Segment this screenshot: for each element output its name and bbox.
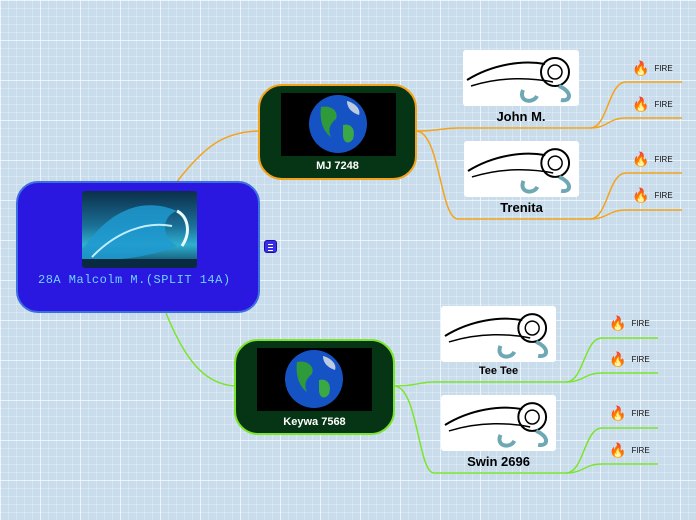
fire-node[interactable]: 🔥 FIRE xyxy=(632,96,673,113)
fire-node[interactable]: 🔥 FIRE xyxy=(632,187,673,204)
earth-image xyxy=(257,348,372,411)
wind-image xyxy=(464,141,579,197)
fire-icon: 🔥 xyxy=(632,60,649,77)
fire-label: FIRE xyxy=(631,446,649,455)
fire-label: FIRE xyxy=(631,409,649,418)
subtopic[interactable]: Tee Tee xyxy=(441,306,556,382)
fire-label: FIRE xyxy=(631,319,649,328)
fire-icon: 🔥 xyxy=(632,96,649,113)
subtopic-label: Tee Tee xyxy=(441,365,556,377)
fire-label: FIRE xyxy=(631,355,649,364)
fire-icon: 🔥 xyxy=(609,315,626,332)
subtopic-label: Swin 2696 xyxy=(441,454,556,469)
subtopic[interactable]: Swin 2696 xyxy=(441,395,556,473)
wave-image xyxy=(82,191,197,268)
branch-label: MJ 7248 xyxy=(260,160,415,172)
fire-node[interactable]: 🔥 FIRE xyxy=(609,442,650,459)
fire-node[interactable]: 🔥 FIRE xyxy=(632,151,673,168)
earth-image xyxy=(281,93,396,156)
wind-image xyxy=(441,395,556,451)
fire-icon: 🔥 xyxy=(609,351,626,368)
fire-icon: 🔥 xyxy=(609,442,626,459)
fire-label: FIRE xyxy=(654,64,672,73)
subtopic[interactable]: John M. xyxy=(463,50,579,128)
fire-node[interactable]: 🔥 FIRE xyxy=(609,405,650,422)
fire-icon: 🔥 xyxy=(632,151,649,168)
fire-label: FIRE xyxy=(654,100,672,109)
branch-label: Keywa 7568 xyxy=(236,416,393,428)
subtopic-label: John M. xyxy=(463,109,579,124)
notes-icon[interactable] xyxy=(264,240,277,253)
subtopic-label: Trenita xyxy=(464,200,579,215)
wind-image xyxy=(441,306,556,362)
wind-image xyxy=(463,50,579,106)
fire-icon: 🔥 xyxy=(632,187,649,204)
branch-topic[interactable]: Keywa 7568 xyxy=(234,339,395,435)
fire-node[interactable]: 🔥 FIRE xyxy=(609,351,650,368)
root-topic[interactable]: 28A Malcolm M.(SPLIT 14A) xyxy=(16,181,260,313)
fire-label: FIRE xyxy=(654,155,672,164)
fire-label: FIRE xyxy=(654,191,672,200)
root-title: 28A Malcolm M.(SPLIT 14A) xyxy=(38,272,248,289)
branch-topic[interactable]: MJ 7248 xyxy=(258,84,417,180)
fire-node[interactable]: 🔥 FIRE xyxy=(609,315,650,332)
fire-icon: 🔥 xyxy=(609,405,626,422)
subtopic[interactable]: Trenita xyxy=(464,141,579,219)
fire-node[interactable]: 🔥 FIRE xyxy=(632,60,673,77)
